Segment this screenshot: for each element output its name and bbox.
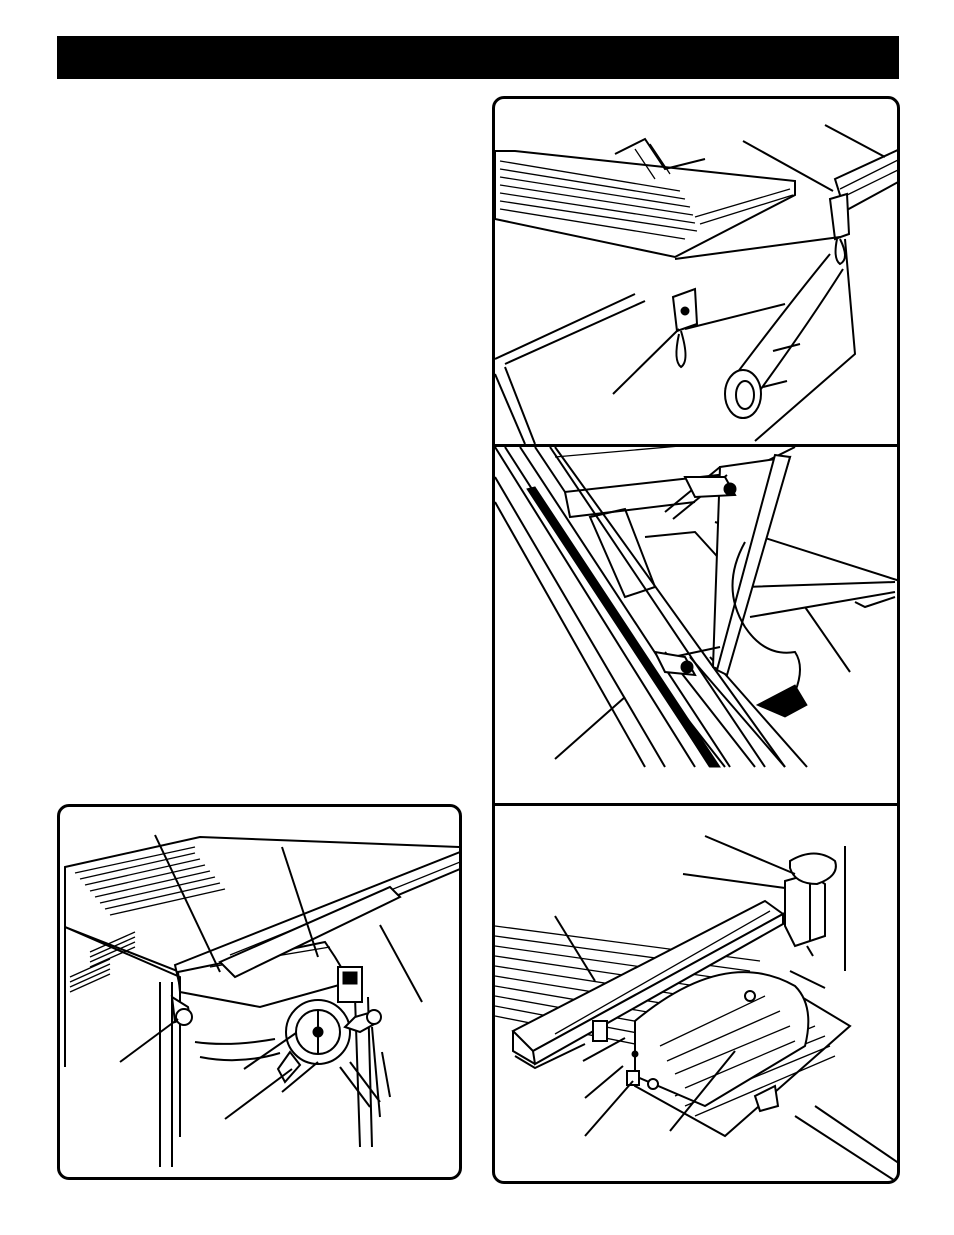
section-header-bar xyxy=(57,36,899,79)
figure-divider-2 xyxy=(495,803,897,806)
saw-front-illustration xyxy=(64,834,459,1167)
figure-divider-1 xyxy=(495,444,897,447)
figure-saw-front xyxy=(57,804,462,1180)
figure-middle-right-illustration xyxy=(495,447,897,768)
figure-bottom-right-illustration xyxy=(495,835,897,1181)
figure-top-right-illustration xyxy=(495,124,897,444)
figure-column-right xyxy=(492,96,900,1184)
